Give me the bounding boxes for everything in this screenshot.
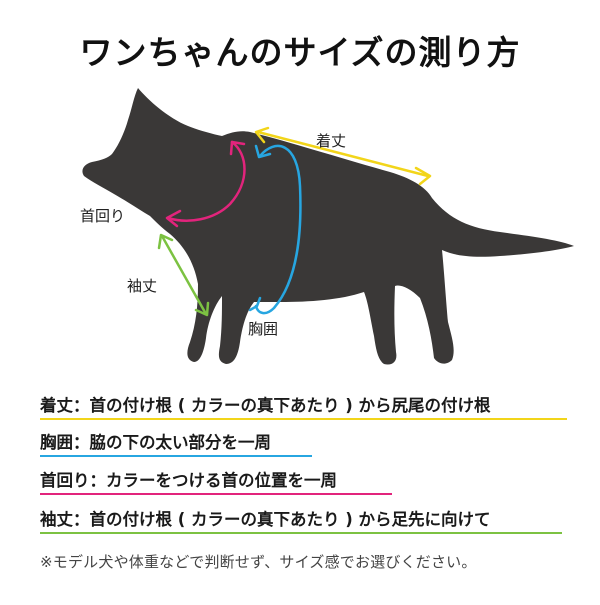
neck-label: 首回り [80,207,125,225]
definition-neck: 首回り：カラーをつける首の位置を一周 [40,471,337,490]
sleeve-label: 袖丈 [127,277,157,295]
sleeve-arrow [157,233,210,317]
chest-arrow [248,144,302,315]
dog-silhouette [82,88,574,365]
note-text: ※モデル犬や体重などで判断せず、サイズ感でお選びください。 [40,553,477,571]
definition-sleeve: 袖丈：首の付け根 ( カラーの真下あたり ) から足先に向けて [40,510,491,529]
underline-length [40,418,567,420]
page-title: ワンちゃんのサイズの測り方 [79,33,521,72]
dog-measurement-diagram: 着丈 首回り 袖丈 胸囲 [0,70,600,380]
chest-label: 胸囲 [248,320,278,338]
underline-neck [40,493,392,495]
underline-sleeve [40,532,562,534]
definition-chest: 胸囲：脇の下の太い部分を一周 [40,433,271,452]
neck-arrow [165,140,246,228]
length-label: 着丈 [316,132,346,150]
definition-length: 着丈：首の付け根 ( カラーの真下あたり ) から尻尾の付け根 [40,396,491,415]
underline-chest [40,455,312,457]
length-arrow [254,126,432,186]
